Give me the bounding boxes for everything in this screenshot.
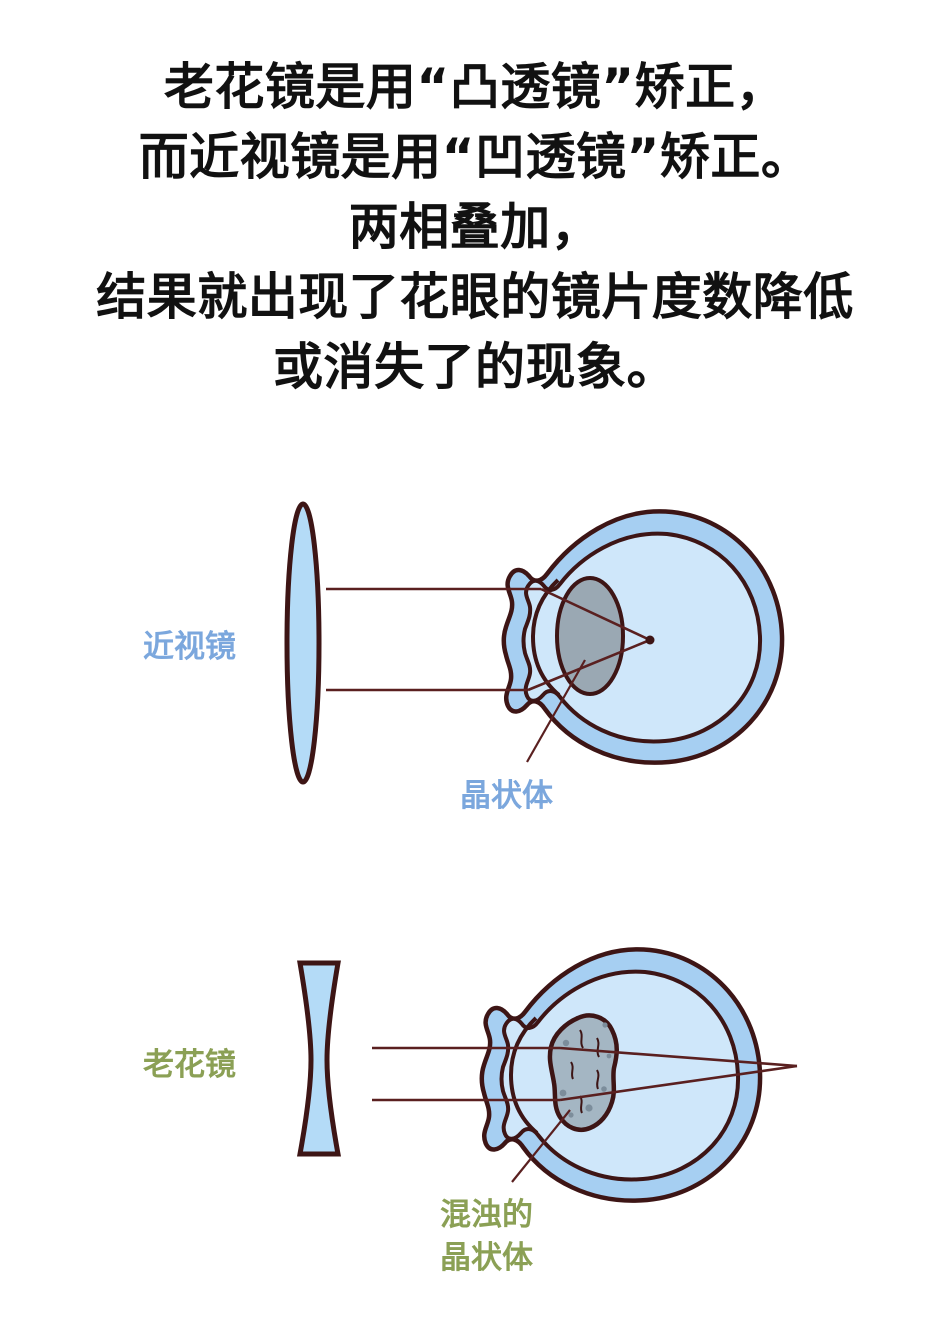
- leader-line-cloudy-lens: [511, 1109, 571, 1183]
- eye-myopia: [501, 509, 785, 765]
- title-line-4: 结果就出现了花眼的镜片度数降低: [96, 268, 854, 326]
- title-line-2: 而近视镜是用“凹透镜”矫正。: [138, 128, 812, 186]
- eye-crystalline-lens: [555, 576, 625, 696]
- convex-lens-myopia: [284, 501, 322, 785]
- label-cloudy-lens-line1: 混浊的: [440, 1197, 533, 1233]
- label-presbyopia-glasses: 老花镜: [143, 1047, 236, 1083]
- title-line-5: 或消失了的现象。: [273, 338, 677, 396]
- figure-myopia: 近视镜 晶状体: [143, 501, 785, 814]
- ray-bottom-refracted: [527, 638, 651, 692]
- page-title: 老花镜是用“凸透镜”矫正， 而近视镜是用“凹透镜”矫正。 两相叠加， 结果就出现…: [0, 52, 950, 402]
- label-cloudy-lens-line2: 晶状体: [440, 1240, 533, 1276]
- ray-top-refracted: [540, 587, 651, 642]
- focus-point-myopia: [645, 635, 655, 645]
- cloudy-lens-speckles: [570, 1029, 600, 1114]
- concave-lens-presbyopia: [297, 960, 341, 1157]
- ray-top-refracted-2: [559, 1046, 798, 1068]
- eye-cloudy-lens: [547, 1013, 619, 1133]
- leader-line-lens-myopia: [526, 659, 586, 763]
- label-myopia-glasses: 近视镜: [143, 629, 236, 665]
- light-rays-presbyopia: [372, 1046, 798, 1102]
- eye-cornea: [530, 578, 561, 697]
- title-line-3: 两相叠加，: [348, 198, 602, 256]
- eye-cornea-2: [508, 1016, 539, 1135]
- eye-vitreous-2: [499, 969, 741, 1182]
- figure-presbyopia: 老花镜 混浊的 晶状体: [143, 947, 798, 1276]
- cloudy-lens-dots: [559, 1022, 612, 1118]
- label-myopia-lens: 晶状体: [460, 778, 553, 814]
- title-line-1: 老花镜是用“凸透镜”矫正，: [163, 58, 787, 116]
- eye-presbyopia: [479, 947, 763, 1203]
- light-rays-myopia: [326, 587, 651, 692]
- ray-bottom-refracted-2: [559, 1064, 798, 1102]
